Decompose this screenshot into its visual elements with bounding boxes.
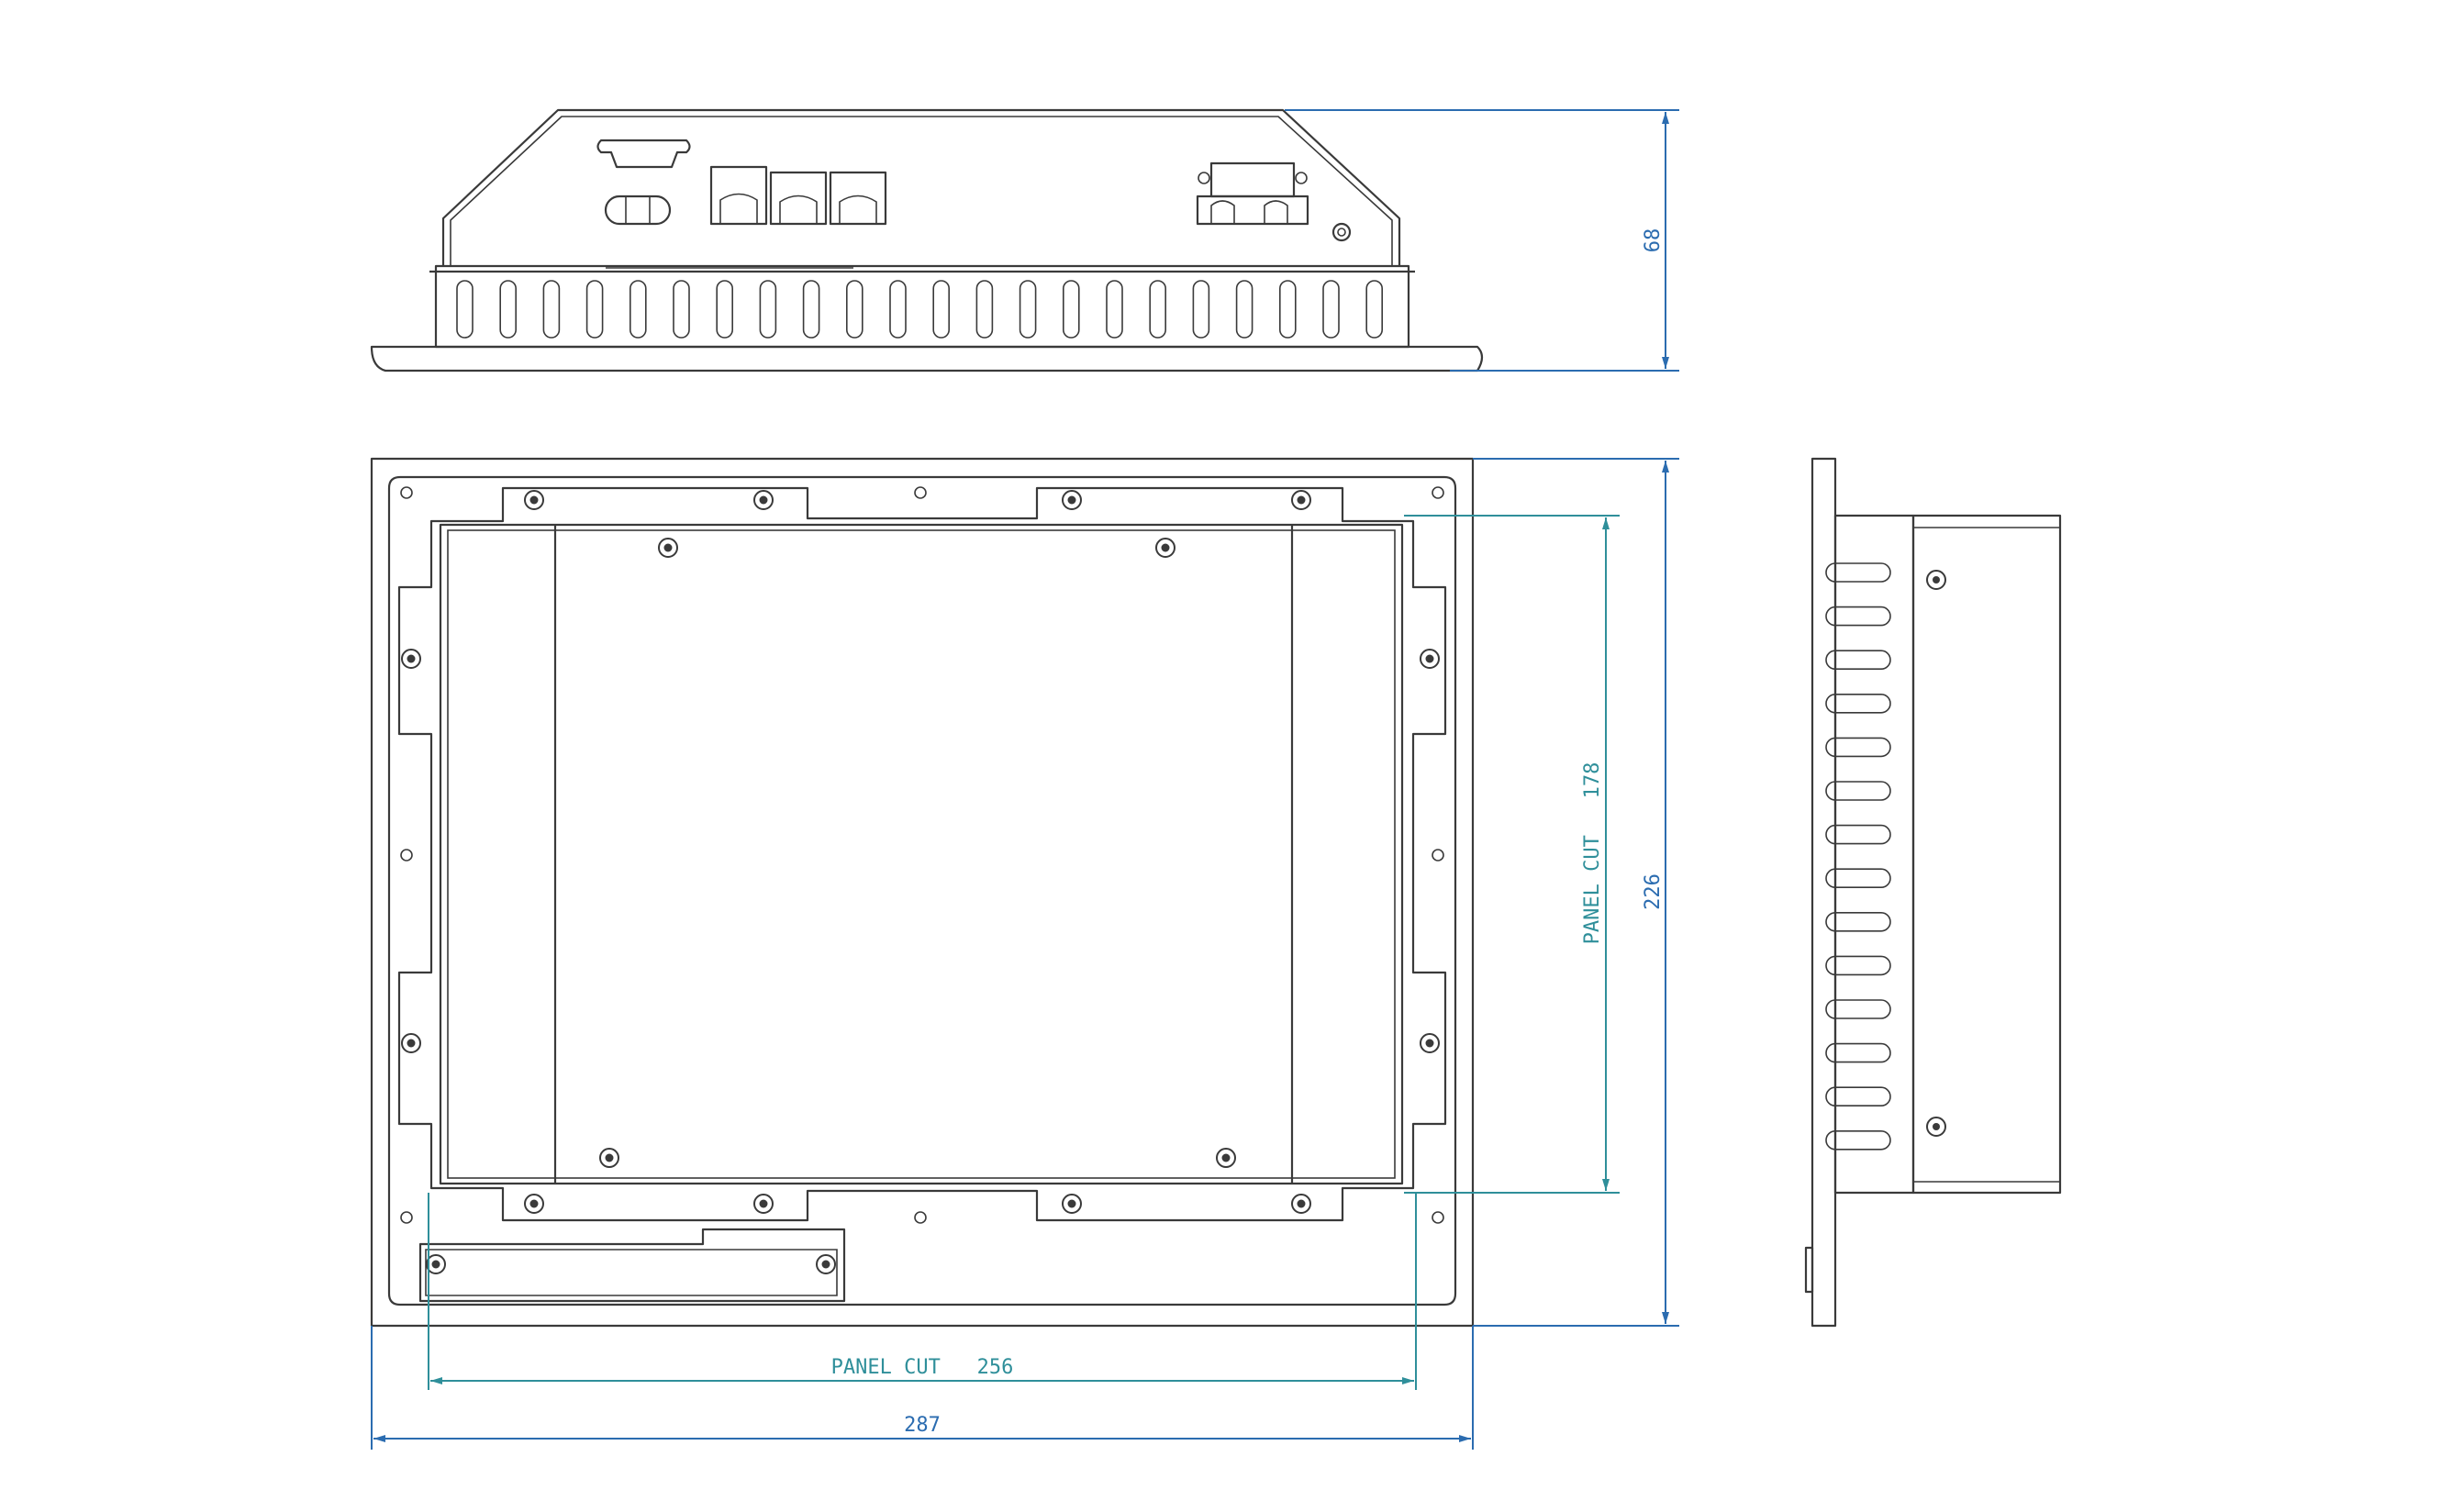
screw [524, 490, 544, 510]
vent-slot [1019, 280, 1037, 339]
vent-slot [629, 280, 647, 339]
mounting-screws [400, 486, 1444, 1274]
mounting-hole [400, 1211, 413, 1224]
terminal-block [1196, 161, 1309, 226]
screw [1420, 649, 1440, 669]
vent-slot [456, 280, 474, 339]
vent-slot [802, 280, 820, 339]
vent-slot [499, 280, 518, 339]
vent-slot [716, 280, 734, 339]
screw [1291, 1194, 1311, 1214]
mounting-hole [1432, 486, 1444, 499]
screw [1216, 1148, 1236, 1168]
vent-slot [845, 280, 863, 339]
screw [753, 490, 774, 510]
vent-slot [1825, 1042, 1891, 1063]
vent-slot [1235, 280, 1253, 339]
dim-width-overall: 287 [904, 1414, 941, 1437]
vent-slot [1365, 280, 1383, 339]
mounting-hole [400, 486, 413, 499]
dim-height-top: 68 [1642, 228, 1665, 253]
dim-panel-cut-height: PANEL CUT 178 [1581, 762, 1604, 945]
vent-slot [1825, 650, 1891, 671]
vent-slot [1825, 911, 1891, 932]
ground-screw [1331, 222, 1352, 242]
bottom-bracket [418, 1228, 846, 1303]
vent-slot [759, 280, 777, 339]
vent-slot [1825, 868, 1891, 889]
screw [1062, 490, 1082, 510]
vent-slot [542, 280, 561, 339]
power-jack [604, 195, 672, 226]
vent-slot [1825, 824, 1891, 845]
screw [524, 1194, 544, 1214]
top-vent-slots [456, 280, 1383, 339]
screw [1291, 490, 1311, 510]
side-view [1804, 457, 2062, 1328]
vent-slot [1825, 999, 1891, 1019]
vent-slot [1825, 562, 1891, 583]
mounting-hole [1432, 849, 1444, 862]
screw [599, 1148, 619, 1168]
screw [816, 1254, 836, 1274]
vent-slot [585, 280, 604, 339]
screw [658, 538, 678, 558]
mounting-hole [400, 849, 413, 862]
vent-slot [1825, 693, 1891, 714]
vent-slot [1322, 280, 1340, 339]
mounting-hole [914, 1211, 927, 1224]
vent-slot [1825, 955, 1891, 976]
front-view [370, 457, 1475, 1328]
screw [1062, 1194, 1082, 1214]
vent-slot [1149, 280, 1166, 339]
vent-slot [1825, 1130, 1891, 1151]
vent-slot [1106, 280, 1123, 339]
screw [401, 649, 421, 669]
vent-slot [1825, 606, 1891, 627]
db9-connector [596, 139, 691, 169]
vent-slot [673, 280, 690, 339]
screw [401, 1033, 421, 1053]
screw [426, 1254, 446, 1274]
vent-slot [1279, 280, 1297, 339]
screw [1420, 1033, 1440, 1053]
mounting-hole [1432, 1211, 1444, 1224]
vent-slot [1825, 737, 1891, 758]
side-vent-slots [1825, 562, 1891, 1151]
vent-slot [1825, 781, 1891, 801]
mounting-hole [914, 486, 927, 499]
vent-slot [975, 280, 994, 339]
top-view [370, 108, 1484, 372]
screw [1155, 538, 1175, 558]
vent-slot [1192, 280, 1210, 339]
vent-slot [1063, 280, 1080, 339]
vent-slot [1825, 1086, 1891, 1106]
vent-slot [932, 280, 951, 339]
vent-slot [889, 280, 907, 339]
port-group [709, 165, 887, 226]
screw [753, 1194, 774, 1214]
dimension-lines [371, 109, 1679, 1450]
dim-panel-cut-width: PANEL CUT 256 [831, 1356, 1014, 1379]
dim-height-front: 226 [1642, 873, 1665, 910]
